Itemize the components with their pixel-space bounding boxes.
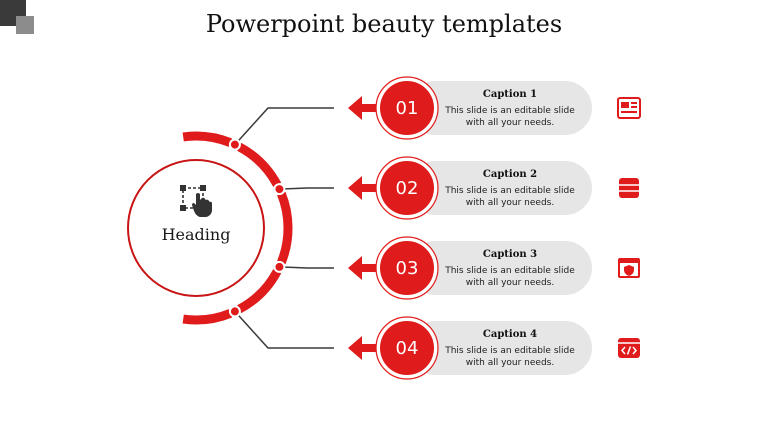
- caption-pill: [408, 81, 592, 135]
- arc-segment: [182, 309, 233, 325]
- number-circle: [380, 321, 434, 375]
- step-1: 01 Caption 1 This slide is an editable sli…: [348, 76, 641, 140]
- caption-title: Caption 1: [483, 89, 537, 100]
- caption-line-1: This slide is an editable slide: [444, 186, 575, 196]
- caption-line-2: with all your needs.: [466, 278, 554, 288]
- number-circle: [380, 81, 434, 135]
- corner-square-light: [16, 16, 34, 34]
- arc-segment: [236, 142, 282, 188]
- central-circle: [127, 159, 265, 297]
- arc-segment: [182, 131, 233, 147]
- code-window-icon: [618, 338, 640, 358]
- caption-title: Caption 4: [483, 329, 537, 340]
- arrow-left-icon: [348, 336, 390, 360]
- connector-line: [234, 107, 334, 146]
- caption-title: Caption 3: [483, 249, 537, 260]
- caption-pill: [408, 241, 592, 295]
- outer-arc: [182, 131, 293, 325]
- step-4: 04 Caption 4 This slide is an editable sli…: [348, 316, 640, 380]
- number-circle: [380, 241, 434, 295]
- shield-card-icon: [618, 258, 640, 278]
- connector-line: [279, 266, 334, 269]
- caption-line-1: This slide is an editable slide: [444, 266, 575, 276]
- caption-line-2: with all your needs.: [466, 198, 554, 208]
- connector-line: [279, 187, 334, 190]
- arrow-left-icon: [348, 256, 390, 280]
- caption-pill: [408, 161, 592, 215]
- connector-lines: [228, 107, 334, 349]
- arc-segment: [236, 268, 282, 314]
- stack-icon: [619, 178, 639, 198]
- caption-pill: [408, 321, 592, 375]
- arrow-left-icon: [348, 176, 390, 200]
- heading-label: Heading: [162, 225, 231, 244]
- step-number: 04: [396, 338, 419, 359]
- caption-line-2: with all your needs.: [466, 358, 554, 368]
- step-number: 01: [396, 98, 419, 119]
- caption-line-1: This slide is an editable slide: [444, 106, 575, 116]
- step-number: 02: [396, 178, 419, 199]
- arc-dot: [275, 262, 284, 271]
- arc-dot: [275, 185, 284, 194]
- arc-dot: [230, 307, 239, 316]
- connector-line: [234, 310, 334, 349]
- slide-title: Powerpoint beauty templates: [205, 10, 563, 38]
- caption-title: Caption 2: [483, 169, 537, 180]
- caption-line-1: This slide is an editable slide: [444, 346, 575, 356]
- arc-dot: [230, 140, 239, 149]
- arrow-left-icon: [348, 96, 390, 120]
- step-number: 03: [396, 258, 419, 279]
- step-2: 02 Caption 2 This slide is an editable sli…: [348, 156, 639, 220]
- caption-line-2: with all your needs.: [466, 118, 554, 128]
- arc-segment: [277, 191, 293, 265]
- number-circle: [380, 161, 434, 215]
- touch-select-icon: [180, 185, 212, 217]
- newspaper-icon: [617, 97, 641, 119]
- step-3: 03 Caption 3 This slide is an editable sli…: [348, 236, 640, 300]
